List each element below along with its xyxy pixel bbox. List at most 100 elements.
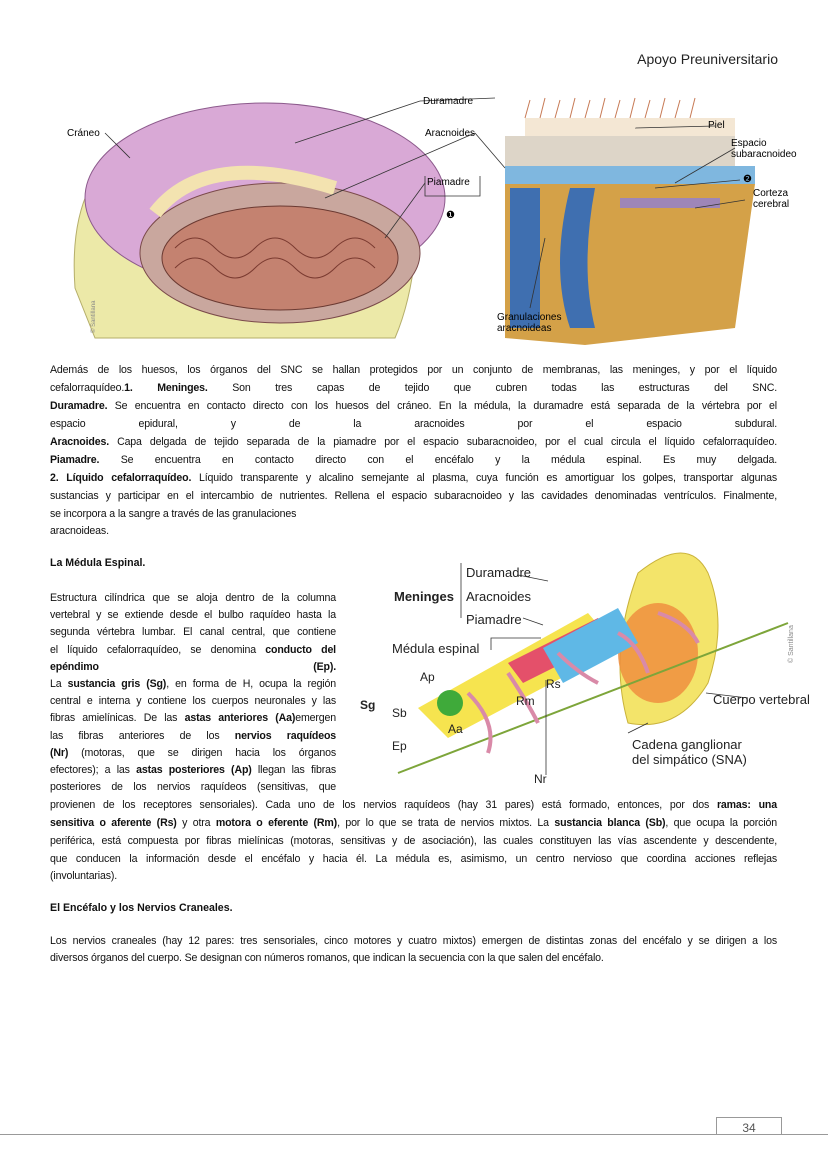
text-line: Piamadre. Se encuentra en contacto direc… (50, 452, 777, 468)
bold-text: conducto del (265, 643, 336, 656)
text-line: se incorpora a la sangre a través de las… (50, 506, 296, 522)
label-sg: Sg (360, 698, 375, 712)
label-piamadre: Piamadre (427, 177, 470, 188)
label-rm: Rm (516, 694, 535, 708)
text-line: central e interna y contiene los cuerpos… (50, 693, 336, 709)
text-line: fibras amielínicas. De las astas anterio… (50, 710, 336, 726)
label-nr: Nr (534, 772, 547, 786)
text: efectores); a las (50, 764, 137, 776)
text-line: diversos órganos del cuerpo. Se designan… (50, 950, 604, 966)
bold-text: sustancia blanca (Sb) (554, 817, 666, 829)
header-title: Apoyo Preuniversitario (637, 51, 778, 67)
text-line: Estructura cilíndrica que se aloja dentr… (50, 590, 336, 606)
text-line: (involuntarias). (50, 868, 117, 884)
bold-text: (Nr) (50, 746, 69, 759)
text: cefalorraquídeo. (50, 382, 125, 394)
text: sustancias y participar en el intercambi… (50, 490, 777, 502)
text: Capa delgada de tejido separada de la pi… (109, 436, 777, 448)
text: (involuntarias). (50, 870, 118, 882)
skull-brain-drawing (73, 102, 446, 339)
text: Estructura cilíndrica que se aloja dentr… (50, 592, 336, 604)
heading-encefalo: El Encéfalo y los Nervios Craneales. (50, 902, 233, 914)
text-line: el líquido cefalorraquídeo, se denomina … (50, 642, 336, 658)
text: , en forma de H, ocupa la región (166, 678, 336, 690)
label-granulaciones: Granulaciones (497, 312, 561, 323)
label-meninges: Meninges (394, 589, 454, 604)
text-line: Duramadre. Se encuentra en contacto dire… (50, 398, 777, 414)
text-line: efectores); a las astas posteriores (Ap)… (50, 762, 336, 778)
text: Se encuentra en contacto directo con los… (107, 400, 777, 412)
label-aracnoides: Aracnoides (466, 589, 532, 604)
text: las fibras anteriores de los (50, 729, 235, 742)
bold-text: 2. Líquido cefalorraquídeo. (50, 472, 192, 484)
text: periférica, está compuesta por fibras mi… (50, 835, 777, 847)
text-line: epéndimo (Ep). (50, 659, 336, 675)
text-line: Además de los huesos, los órganos del SN… (50, 362, 777, 378)
spinal-cord-drawing (397, 552, 789, 774)
label-corteza: Corteza (753, 188, 788, 199)
text: central e interna y contiene los cuerpos… (50, 695, 336, 708)
text-line: que conducen la información desde el enc… (50, 851, 777, 867)
credit-1: © Santillana (90, 300, 97, 333)
text-line: posteriores de los nervios raquídeos (se… (50, 779, 336, 795)
text: emergen (295, 712, 336, 725)
text: se incorpora a la sangre a través de las… (50, 508, 297, 520)
text: fibras amielínicas. De las (50, 712, 185, 725)
bold-text: ramas: una (716, 799, 777, 811)
label-simpatico: del simpático (SNA) (632, 752, 747, 767)
text: Los nervios craneales (hay 12 pares: tre… (50, 935, 777, 947)
text-line: cefalorraquídeo.1. Meninges. Son tres ca… (50, 380, 777, 396)
label-sb: Sb (392, 706, 407, 720)
label-duramadre: Duramadre (466, 565, 531, 580)
bold-text: sensitiva o aferente (Rs) (50, 817, 177, 829)
text-line: (Nr) (motoras, que se dirigen hacia los … (50, 745, 336, 761)
text-line: sensitiva o aferente (Rs) y otra motora … (50, 815, 777, 831)
heading-medula-espinal: La Médula Espinal. (50, 557, 146, 569)
label-espacio: Espacio (731, 138, 767, 149)
label-aracnoideas: aracnoideas (497, 323, 551, 334)
text: posteriores de los nervios raquídeos (se… (50, 781, 336, 794)
text: Además de los huesos, los órganos del SN… (50, 364, 777, 376)
text-line: vertebral y se extiende desde el bulbo r… (50, 607, 336, 623)
label-cuerpo-vertebral: Cuerpo vertebral (713, 692, 810, 707)
text-line: La sustancia gris (Sg), en forma de H, o… (50, 676, 336, 692)
footer-divider (0, 1134, 828, 1135)
text: segunda vértebra lumbar. El canal centra… (50, 626, 336, 639)
label-aracnoides: Aracnoides (425, 128, 475, 139)
label-subaracnoideo: subaracnoideo (731, 149, 797, 160)
text: Son tres capas de tejido que cubren toda… (207, 382, 777, 394)
spinal-cord-illustration: Duramadre Meninges Aracnoides Piamadre M… (360, 552, 810, 786)
label-aa: Aa (448, 722, 463, 736)
text: vertebral y se extiende desde el bulbo r… (50, 609, 336, 622)
text: espacio epidural, y de la aracnoides por… (50, 418, 777, 430)
label-craneo: Cráneo (67, 128, 100, 139)
bold-text: Duramadre. (50, 400, 108, 412)
text: que conducen la información desde el enc… (50, 853, 777, 865)
label-ap: Ap (420, 670, 435, 684)
bold-text: astas anteriores (Aa) (184, 712, 296, 725)
text: , por lo que se trata de nervios mixtos.… (337, 817, 555, 829)
label-duramadre: Duramadre (423, 96, 473, 107)
text: provienen de los receptores sensoriales)… (50, 799, 717, 811)
bold-text: sustancia gris (Sg) (67, 678, 167, 690)
meninges-illustration: Cráneo Duramadre Aracnoides Piamadre ❶ P… (67, 96, 797, 345)
bold-text: astas posteriores (Ap) (136, 764, 252, 776)
text-line: Los nervios craneales (hay 12 pares: tre… (50, 933, 777, 949)
text-line: las fibras anteriores de los nervios raq… (50, 728, 336, 744)
text: aracnoideas. (50, 525, 109, 537)
marker-2: ❷ (743, 174, 752, 185)
text: y otra (176, 817, 216, 829)
label-rs: Rs (546, 677, 561, 691)
bold-text: epéndimo (Ep). (50, 660, 336, 673)
text: Líquido transparente y alcalino semejant… (191, 472, 777, 484)
text-line: 2. Líquido cefalorraquídeo. Líquido tran… (50, 470, 777, 486)
bold-text: 1. Meninges. (124, 382, 208, 394)
marker-1: ❶ (446, 210, 455, 221)
text-line: espacio epidural, y de la aracnoides por… (50, 416, 777, 432)
page-number: 34 (716, 1117, 782, 1135)
text: Se encuentra en contacto directo con el … (99, 454, 777, 466)
text: , que ocupa la porción (665, 817, 778, 829)
label-cerebral: cerebral (753, 199, 789, 210)
text: La (50, 678, 68, 690)
bold-text: nervios raquídeos (234, 729, 337, 742)
